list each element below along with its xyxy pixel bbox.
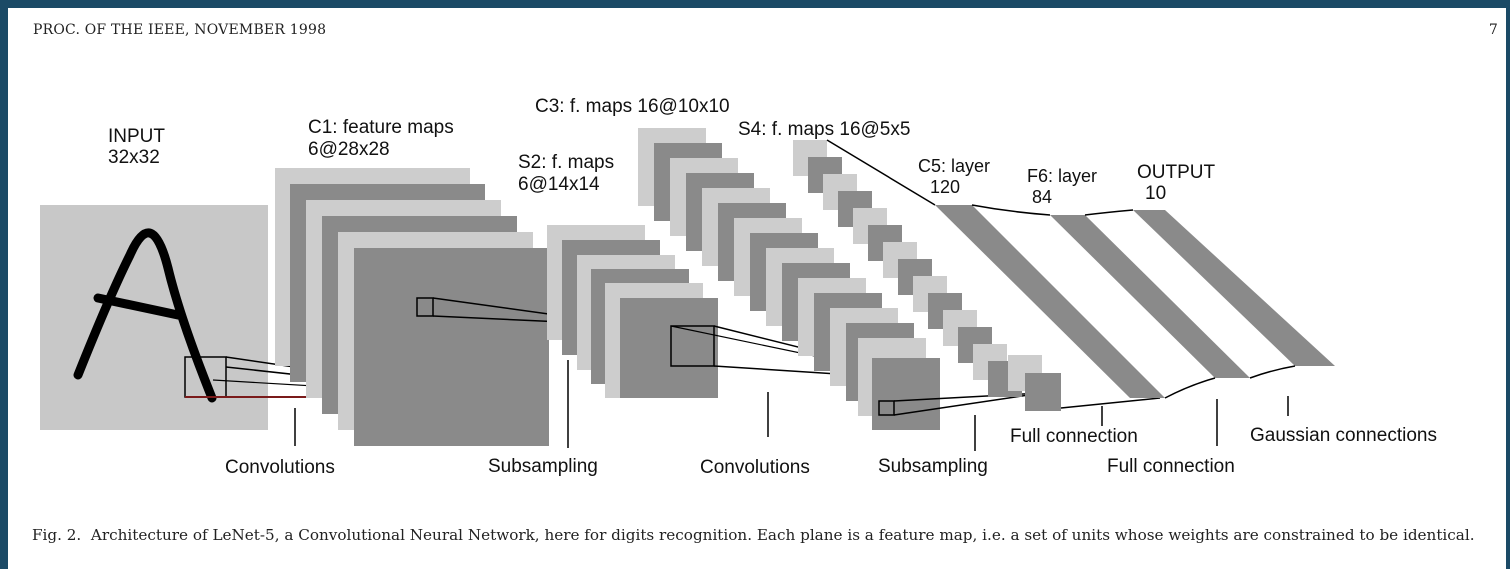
label-f6-size: 84	[1032, 187, 1052, 207]
label-c3: C3: f. maps 16@10x10	[535, 96, 730, 117]
f6-output-connection	[1249, 365, 1296, 379]
f6-layer	[1050, 215, 1250, 378]
op-label-gaussian-connections: Gaussian connections	[1250, 425, 1437, 446]
label-input-size: 32x32	[108, 147, 160, 168]
op-label-full-connection-1: Full connection	[1010, 426, 1138, 447]
caption-text: Architecture of LeNet-5, a Convolutional…	[90, 526, 1475, 544]
f6-output-connection	[1084, 209, 1134, 216]
label-output-name: OUTPUT	[1137, 162, 1216, 183]
c1-map	[354, 248, 549, 446]
c3-receptive-field	[878, 400, 895, 416]
op-label-convolutions-2: Convolutions	[700, 457, 810, 478]
s4-map	[1025, 373, 1061, 411]
s2-receptive-field	[670, 325, 715, 367]
label-c1-size: 6@28x28	[308, 139, 390, 160]
c5-f6-connection	[1164, 377, 1216, 399]
s4-c5-connection	[1060, 397, 1161, 409]
page-number: 7	[1488, 22, 1498, 38]
label-s2-size: 6@14x14	[518, 174, 600, 195]
caption-label: Fig. 2.	[32, 526, 82, 544]
op-label-subsampling-1: Subsampling	[488, 456, 598, 477]
label-input-name: INPUT	[108, 126, 165, 147]
label-c1-name: C1: feature maps	[308, 117, 454, 138]
label-s4: S4: f. maps 16@5x5	[738, 119, 910, 140]
paper-page: PROC. OF THE IEEE, NOVEMBER 1998 7	[8, 8, 1506, 569]
label-s2-name: S2: f. maps	[518, 152, 614, 173]
c5-f6-connection	[971, 204, 1051, 216]
label-f6-name: F6: layer	[1027, 166, 1097, 186]
label-c5-size: 120	[930, 177, 960, 197]
op-label-full-connection-2: Full connection	[1107, 456, 1235, 477]
label-output-size: 10	[1145, 183, 1166, 204]
figure-caption: Fig. 2. Architecture of LeNet-5, a Convo…	[32, 526, 1497, 544]
s4-feature-map-stack	[793, 140, 1061, 411]
output-layer	[1133, 210, 1335, 366]
op-label-convolutions-1: Convolutions	[225, 457, 335, 478]
label-c5-name: C5: layer	[918, 156, 990, 176]
input-plane	[40, 205, 268, 430]
c5-layer	[935, 205, 1165, 398]
running-title: PROC. OF THE IEEE, NOVEMBER 1998	[33, 22, 327, 38]
s2-feature-map-stack	[547, 225, 718, 398]
op-label-subsampling-2: Subsampling	[878, 456, 988, 477]
c3-map	[872, 358, 940, 430]
c1-feature-map-stack	[275, 168, 549, 446]
c1-receptive-field	[416, 297, 434, 317]
s2-map	[620, 298, 718, 398]
input-digit-stroke	[73, 228, 217, 403]
lenet5-architecture-figure: INPUT 32x32 C1: feature maps 6@28x28 S2:…	[40, 96, 1437, 478]
input-digit-crossbar	[93, 293, 183, 320]
c3-feature-map-stack	[638, 128, 940, 430]
s4-c5-connection	[826, 139, 936, 206]
